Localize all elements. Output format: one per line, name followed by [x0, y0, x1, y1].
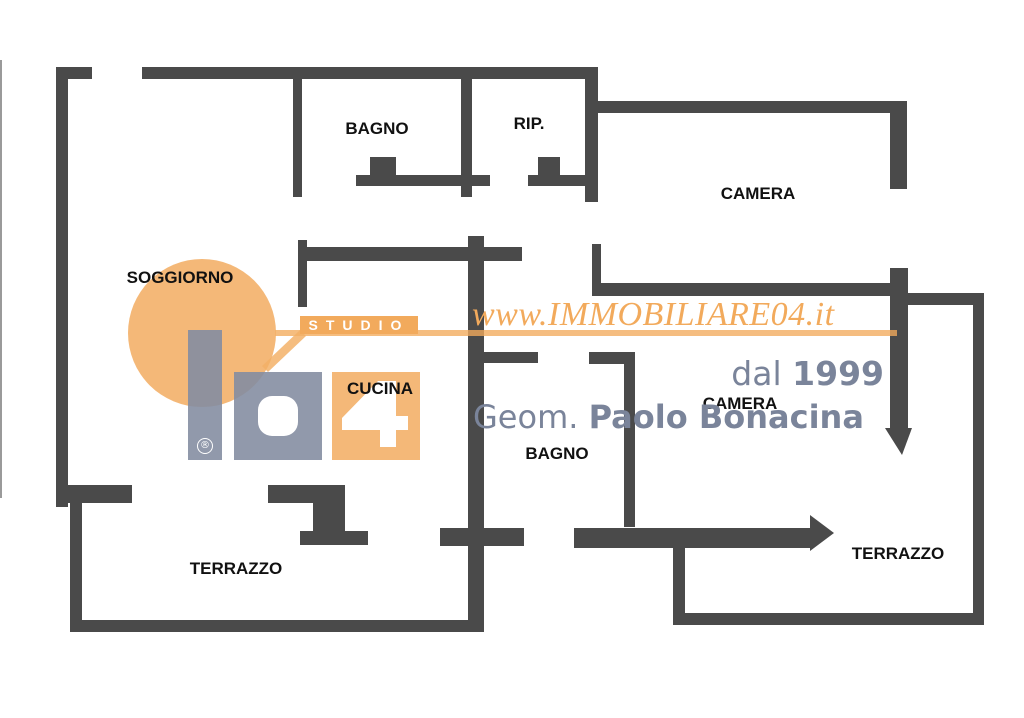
wall	[313, 485, 345, 533]
wall	[298, 240, 307, 307]
wall	[574, 515, 834, 551]
watermark-url: www.IMMOBILIARE04.it	[472, 296, 835, 333]
wall	[902, 293, 984, 305]
room-label-terrazzo-right: TERRAZZO	[851, 544, 945, 563]
wall	[538, 157, 560, 181]
watermark-since: dal 1999	[731, 354, 884, 393]
wall	[440, 528, 524, 546]
room-label-bagno-top: BAGNO	[345, 119, 409, 138]
room-label-camera-right: CAMERA	[702, 394, 778, 413]
wall	[592, 283, 907, 296]
registered-icon: ®	[197, 438, 213, 454]
room-label-ripostiglio: RIP.	[513, 114, 545, 133]
wall	[70, 500, 82, 632]
watermark-since-prefix: dal	[731, 354, 782, 393]
logo-hole-o	[258, 396, 298, 436]
wall	[356, 175, 490, 186]
room-label-cucina: CUCINA	[346, 379, 414, 398]
wall	[973, 293, 984, 625]
wall	[476, 352, 538, 363]
wall	[673, 613, 984, 625]
room-label-terrazzo-left: TERRAZZO	[189, 559, 283, 578]
wall	[592, 244, 601, 290]
room-label-soggiorno: SOGGIORNO	[126, 268, 234, 287]
watermark-name: Geom. Paolo Bonacina	[473, 398, 864, 436]
watermark-since-year: 1999	[792, 354, 884, 393]
wall	[624, 352, 635, 527]
wall	[890, 268, 908, 428]
wall	[461, 67, 472, 197]
wall	[890, 101, 907, 189]
watermark-logo	[128, 259, 897, 460]
wall	[293, 67, 302, 197]
watermark-title-prefix: Geom.	[473, 398, 579, 436]
logo-connector-diag	[262, 330, 306, 372]
wall	[56, 485, 132, 503]
room-label-bagno-mid: BAGNO	[525, 444, 589, 463]
watermark-person: Paolo Bonacina	[588, 398, 864, 436]
wall	[56, 67, 68, 507]
room-label-camera-top: CAMERA	[720, 184, 796, 203]
wall	[70, 620, 484, 632]
wall	[298, 247, 522, 261]
wall	[589, 352, 635, 364]
wall	[673, 545, 685, 625]
wall	[370, 157, 396, 181]
wall	[585, 67, 598, 202]
wall	[885, 428, 912, 455]
wall	[585, 101, 907, 113]
logo-connector-line	[275, 330, 897, 336]
walls	[56, 67, 984, 632]
logo-glyph-4	[342, 381, 408, 447]
page-edge	[0, 60, 2, 498]
wall	[142, 67, 598, 79]
watermark-studio: STUDIO	[300, 316, 418, 334]
wall	[300, 531, 368, 545]
